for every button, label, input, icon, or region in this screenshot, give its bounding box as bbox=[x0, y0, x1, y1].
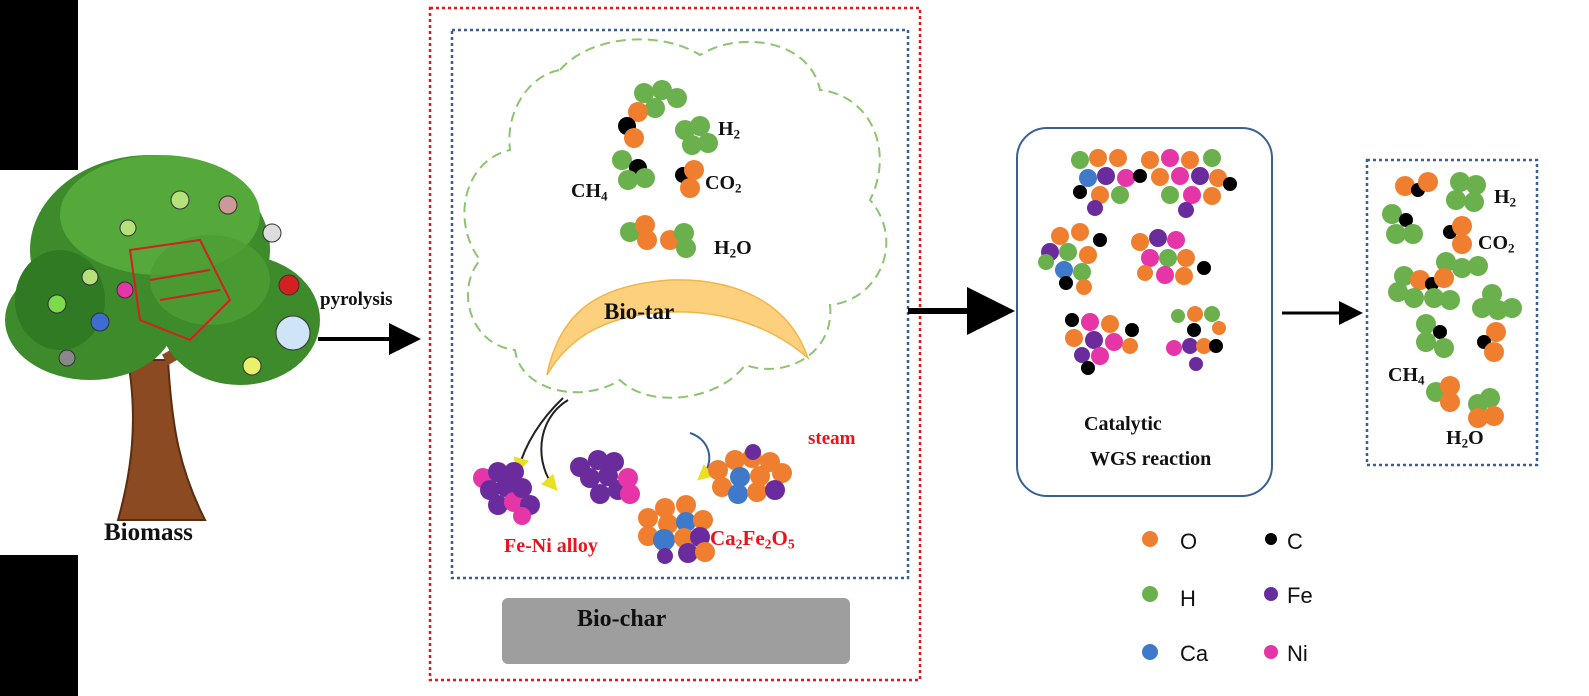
bio-tar-label: Bio-tar bbox=[604, 299, 675, 324]
legend-swatch-c bbox=[1265, 533, 1277, 545]
bio-char-label: Bio-char bbox=[577, 606, 667, 632]
reactor-box bbox=[428, 6, 922, 682]
bio-char-layer bbox=[502, 598, 850, 664]
legend-label-ca: Ca bbox=[1180, 641, 1209, 666]
biomass-label: Biomass bbox=[104, 519, 193, 546]
reaction-zone-box bbox=[450, 28, 910, 580]
catalytic-label-line2: WGS reaction bbox=[1090, 448, 1212, 470]
product-ch4-label: CH4 bbox=[1388, 364, 1425, 388]
catalytic-particles bbox=[1038, 149, 1237, 375]
cloud-ch4-label: CH4 bbox=[571, 180, 608, 204]
legend-label-c: C bbox=[1287, 529, 1303, 554]
legend-swatch-fe bbox=[1264, 587, 1278, 601]
steam-label: steam bbox=[808, 428, 856, 449]
legend-label-fe: Fe bbox=[1287, 583, 1313, 608]
cloud-h2-label: H2 bbox=[718, 118, 741, 142]
fe-ni-alloy-label: Fe-Ni alloy bbox=[504, 535, 598, 557]
legend-swatch-ca bbox=[1142, 644, 1158, 660]
product-molecules bbox=[1382, 172, 1522, 428]
product-h2o-label: H2O bbox=[1446, 427, 1484, 451]
gas-molecules bbox=[612, 80, 718, 258]
products-box bbox=[1365, 158, 1539, 467]
black-block-bottom bbox=[0, 555, 78, 696]
product-co2-label: CO2 bbox=[1478, 232, 1515, 256]
black-block-top bbox=[0, 0, 78, 170]
legend-label-o: O bbox=[1180, 529, 1198, 554]
bio-tar-shape bbox=[546, 279, 810, 376]
cloud-h2o-label: H2O bbox=[714, 237, 752, 261]
legend-swatches bbox=[1142, 531, 1278, 660]
pyrolysis-label: pyrolysis bbox=[320, 289, 393, 310]
ca2fe2o5-label: Ca2Fe2O5 bbox=[710, 526, 795, 552]
fe-ni-alloy-clusters bbox=[473, 450, 640, 525]
ca2fe2o5-clusters bbox=[638, 444, 792, 564]
cloud-co2-label: CO2 bbox=[705, 172, 742, 196]
gas-cloud bbox=[463, 38, 888, 399]
catalytic-box bbox=[1016, 127, 1273, 497]
legend-swatch-o bbox=[1142, 531, 1158, 547]
legend-swatch-ni bbox=[1264, 645, 1278, 659]
legend-label-ni: Ni bbox=[1287, 641, 1308, 666]
legend-swatch-h bbox=[1142, 586, 1158, 602]
biomass-tree bbox=[5, 155, 320, 521]
legend-label-h: H bbox=[1180, 586, 1196, 611]
product-h2-label: H2 bbox=[1494, 186, 1517, 210]
catalytic-label-line1: Catalytic bbox=[1084, 413, 1162, 435]
